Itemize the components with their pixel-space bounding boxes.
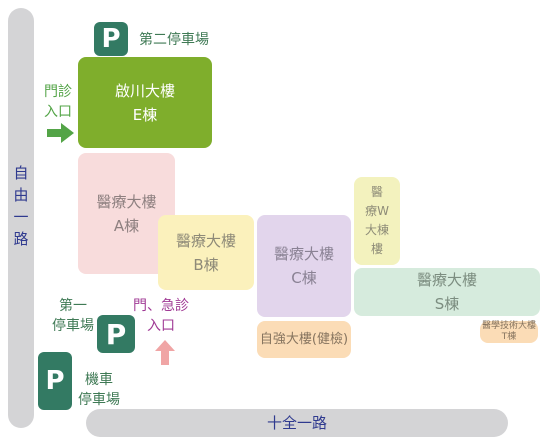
building-b[interactable]: 醫療大樓 B棟 — [158, 215, 254, 290]
road-char: 路 — [13, 230, 29, 248]
building-w[interactable]: 醫 療W 大棟 樓 — [354, 177, 400, 265]
entrance-line: 門診 — [44, 84, 72, 100]
building-name: 啟川大樓 — [114, 81, 175, 100]
road-char: 由 — [13, 186, 29, 204]
parking-line: 停車場 — [78, 392, 120, 408]
building-code: A棟 — [113, 216, 140, 235]
ziyou-road — [8, 8, 34, 428]
building-code: S棟 — [434, 295, 460, 313]
building-s[interactable]: 醫療大樓 S棟 — [354, 268, 540, 316]
second-parking-label: 第二停車場 — [139, 32, 209, 48]
entrance-line: 門、急診 — [133, 298, 189, 314]
building-name: 醫療大樓 — [175, 231, 236, 250]
emergency-entrance-arrow-icon — [155, 340, 175, 365]
first-parking-label: 第一 停車場 — [48, 296, 98, 336]
parking-line: 機車 — [85, 372, 113, 388]
clinic-entrance-label: 門診 入口 — [38, 82, 78, 122]
building-name: 樓 — [370, 242, 383, 256]
building-ziqiang[interactable]: 自強大樓(健檢) — [257, 321, 351, 358]
entrance-line: 入口 — [44, 104, 72, 120]
building-name: 醫療大樓 — [273, 245, 334, 263]
building-name: 大棟 — [364, 223, 389, 237]
clinic-entrance-arrow-icon — [47, 123, 74, 143]
building-c[interactable]: 醫療大樓 C棟 — [257, 215, 351, 317]
building-name: 醫療大樓 — [416, 271, 477, 289]
building-code: B棟 — [193, 255, 219, 274]
emergency-entrance-label: 門、急診 入口 — [126, 296, 196, 336]
building-name: 醫療大樓 — [96, 192, 157, 211]
building-code: C棟 — [291, 269, 317, 287]
building-code: T棟 — [501, 332, 517, 342]
parking-icon: P — [94, 22, 128, 56]
motorcycle-parking-label: 機車 停車場 — [74, 370, 124, 410]
parking-line: 停車場 — [52, 318, 94, 334]
ziyou-road-label: 自 由 一 路 — [8, 162, 34, 250]
parking-icon: P — [38, 352, 72, 410]
road-char: 一 — [13, 208, 29, 226]
building-code: E棟 — [132, 105, 158, 124]
road-char: 自 — [13, 164, 29, 182]
entrance-line: 入口 — [147, 318, 175, 334]
building-t[interactable]: 醫學技術大樓 T棟 — [480, 321, 538, 343]
shiquan-road-label: 十全一路 — [266, 414, 327, 432]
parking-icon: P — [97, 315, 135, 353]
building-name: 醫 — [370, 185, 383, 199]
parking-line: 第一 — [59, 298, 87, 314]
building-e[interactable]: 啟川大樓 E棟 — [78, 57, 212, 148]
shiquan-road — [86, 409, 508, 437]
building-name: 療W — [365, 204, 389, 218]
building-name: 醫學技術大樓 — [481, 321, 536, 331]
building-name: 自強大樓(健檢) — [259, 331, 349, 347]
